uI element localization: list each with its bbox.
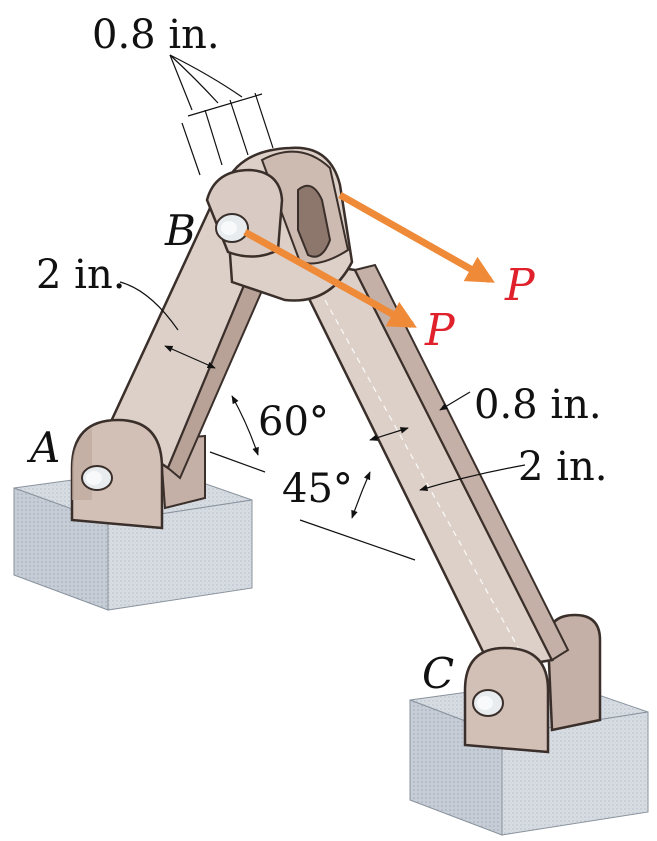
ab-width-label: 2 in. — [36, 252, 125, 298]
force-lower-label: P — [424, 305, 456, 356]
force-arrows — [243, 191, 495, 329]
bc-width-label: 2 in. — [518, 444, 607, 490]
point-b-label: B — [164, 206, 196, 255]
bc-thickness-label: 0.8 in. — [474, 382, 602, 428]
force-arrow-lower — [243, 228, 417, 329]
angle-ab-label: 60° — [258, 399, 329, 445]
pin-a — [81, 465, 113, 491]
point-c-label: C — [422, 649, 454, 698]
pin-c — [472, 689, 504, 717]
point-a-label: A — [26, 423, 60, 472]
force-upper-label: P — [504, 260, 536, 311]
angle-bc-label: 45° — [282, 466, 353, 512]
dimension-lines — [119, 54, 526, 561]
member-bc — [205, 146, 602, 754]
pin-b — [215, 213, 249, 243]
force-arrow-upper — [338, 191, 495, 284]
pin-dimension-label: 0.8 in. — [92, 12, 220, 58]
